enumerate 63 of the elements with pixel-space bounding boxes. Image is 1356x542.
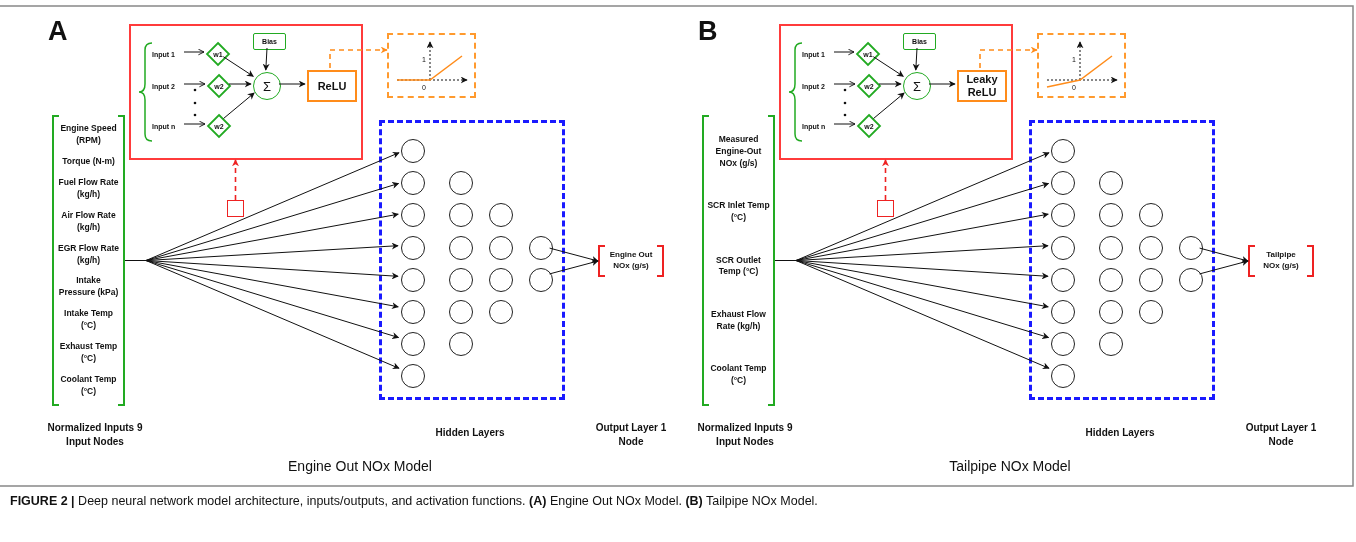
arrow (873, 92, 905, 119)
arrow (228, 80, 252, 88)
input-feature-label: Torque (N-m) (62, 156, 115, 169)
model-subtitle: Engine Out NOx Model (287, 458, 433, 474)
input-feature-label: Air Flow Rate (kg/h) (60, 209, 117, 234)
arrow (979, 46, 1038, 69)
arrow (549, 247, 599, 263)
sum-symbol: Σ (262, 78, 271, 94)
input-feature-label: EGR Flow Rate (kg/h) (57, 242, 120, 267)
layer-caption: Hidden Layers (1084, 426, 1156, 440)
arrow (882, 159, 889, 201)
selected-weight-marker (227, 200, 244, 217)
arrow (222, 56, 254, 77)
arrow (278, 80, 306, 88)
output-label: Tailpipe NOx (g/s) (1262, 250, 1300, 272)
input-feature-label: Intake Pressure (kPa) (57, 275, 120, 300)
layer-caption: Normalized Inputs 9 Input Nodes (696, 421, 794, 448)
hidden-layers-frame (379, 120, 565, 400)
input-feature-label: Exhaust Flow Rate (kg/h) (710, 308, 767, 333)
input-feature-label: Intake Temp (°C) (63, 308, 114, 332)
hidden-layers-frame (1029, 120, 1215, 400)
input-feature-label: Measured Engine-Out NOx (g/s) (714, 134, 763, 170)
panel-letter: B (698, 16, 718, 47)
activation-box (957, 70, 1007, 102)
neuron-detail-panel (129, 24, 363, 160)
arrow (124, 260, 400, 370)
input-feature-label: Engine Speed (RPM) (59, 123, 118, 148)
input-feature-label: Fuel Flow Rate (kg/h) (57, 177, 120, 201)
arrow (872, 56, 904, 77)
output-label: Engine Out NOx (g/s) (608, 250, 654, 272)
selected-weight-marker (877, 200, 894, 217)
input-feature-label: Exhaust Temp (°C) (58, 340, 119, 365)
layer-caption: Hidden Layers (434, 426, 506, 440)
activation-label: ReLU (317, 79, 347, 93)
arrow (232, 159, 239, 201)
activation-label: Leaky ReLU (965, 73, 999, 99)
input-feature-label: SCR Outlet Temp (°C) (715, 254, 762, 279)
activation-box (307, 70, 357, 102)
model-subtitle: Tailpipe NOx Model (948, 458, 1072, 474)
panel-letter: A (48, 16, 68, 47)
sum-symbol: Σ (912, 78, 921, 94)
neuron-detail-panel (779, 24, 1013, 160)
arrow (1199, 259, 1249, 275)
input-feature-label: Coolant Temp (°C) (59, 373, 118, 398)
arrow (912, 47, 920, 71)
arrow (878, 80, 902, 88)
figure-caption: FIGURE 2 | Deep neural network model architecture, inputs/outputs, and activation functions. (A) Engine Out NOx Model. (B) Tailpipe NOx Model. (10, 494, 819, 508)
arrow (329, 46, 388, 69)
arrow (928, 80, 956, 88)
arrow (549, 259, 599, 275)
layer-caption: Output Layer 1 Node (594, 421, 668, 448)
arrow (223, 92, 255, 119)
layer-caption: Normalized Inputs 9 Input Nodes (46, 421, 144, 448)
arrow (1199, 247, 1249, 263)
layer-caption: Output Layer 1 Node (1244, 421, 1318, 448)
bias-box (253, 33, 286, 50)
activation-plot-panel (1037, 33, 1126, 98)
input-feature-label: SCR Inlet Temp (°C) (707, 200, 770, 225)
arrow (262, 47, 270, 71)
arrow (774, 260, 1050, 370)
bias-box (903, 33, 936, 50)
input-feature-label: Coolant Temp (°C) (709, 363, 768, 387)
activation-plot-panel (387, 33, 476, 98)
